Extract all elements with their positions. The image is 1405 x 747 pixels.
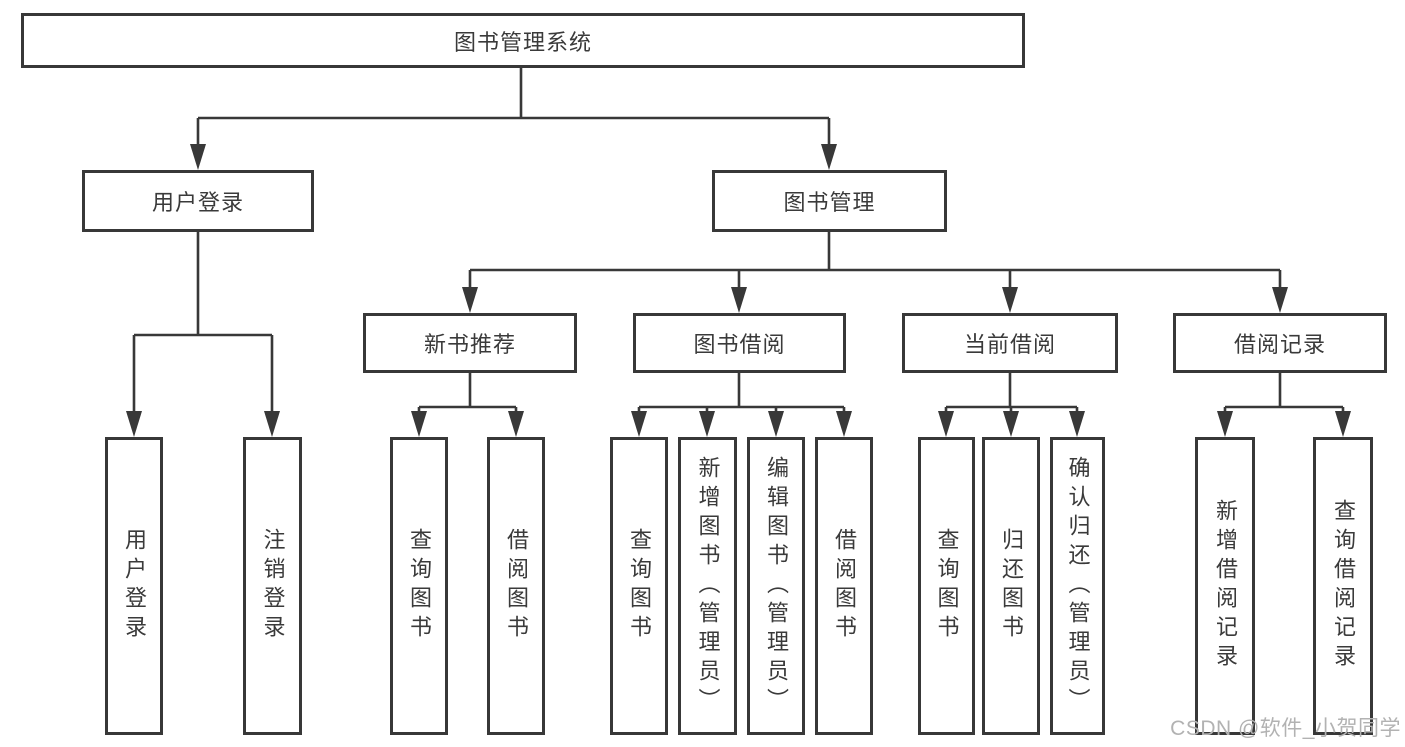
leaf-borrow-borrow: 借阅图书 (815, 437, 873, 735)
node-label: 查询图书 (407, 528, 432, 644)
node-label: 确认归还（管理员） (1065, 455, 1091, 717)
node-root: 图书管理系统 (21, 13, 1025, 68)
node-borrow-records: 借阅记录 (1173, 313, 1387, 373)
node-label: 借阅图书 (832, 528, 857, 644)
leaf-records-query: 查询借阅记录 (1313, 437, 1373, 735)
node-label: 当前借阅 (963, 332, 1056, 357)
leaf-user-login: 用户登录 (105, 437, 163, 735)
node-label: 注销登录 (260, 528, 286, 644)
leaf-newbooks-borrow: 借阅图书 (487, 437, 545, 735)
node-label: 查询借阅记录 (1331, 499, 1356, 673)
node-new-books: 新书推荐 (363, 313, 577, 373)
leaf-current-return: 归还图书 (982, 437, 1040, 735)
node-label: 借阅记录 (1233, 332, 1326, 357)
node-current-borrow: 当前借阅 (902, 313, 1118, 373)
node-label: 借阅图书 (504, 528, 529, 644)
node-label: 新增借阅记录 (1213, 499, 1238, 673)
watermark: CSDN @软件_小贺同学 (1170, 717, 1401, 740)
leaf-current-confirm: 确认归还（管理员） (1050, 437, 1105, 735)
node-label: 用户登录 (122, 528, 147, 644)
node-label: 查询图书 (934, 528, 960, 644)
leaf-borrow-query: 查询图书 (610, 437, 668, 735)
leaf-newbooks-query: 查询图书 (390, 437, 448, 735)
node-label: 新书推荐 (423, 332, 516, 357)
node-label: 图书借阅 (693, 332, 786, 357)
node-label: 图书管理 (783, 190, 876, 215)
leaf-current-query: 查询图书 (918, 437, 975, 735)
leaf-logout: 注销登录 (243, 437, 302, 735)
node-label: 查询图书 (627, 528, 652, 644)
leaf-records-add: 新增借阅记录 (1195, 437, 1255, 735)
node-user-login: 用户登录 (82, 170, 314, 232)
node-book-borrow: 图书借阅 (633, 313, 846, 373)
node-label: 编辑图书（管理员） (764, 455, 789, 717)
node-book-management: 图书管理 (712, 170, 947, 232)
leaf-borrow-edit: 编辑图书（管理员） (747, 437, 805, 735)
arrowheads (126, 144, 1351, 437)
node-label: 新增图书（管理员） (695, 455, 721, 717)
node-label: 图书管理系统 (453, 29, 592, 55)
leaf-borrow-add: 新增图书（管理员） (678, 437, 737, 735)
node-label: 用户登录 (151, 190, 244, 215)
node-label: 归还图书 (999, 528, 1024, 644)
